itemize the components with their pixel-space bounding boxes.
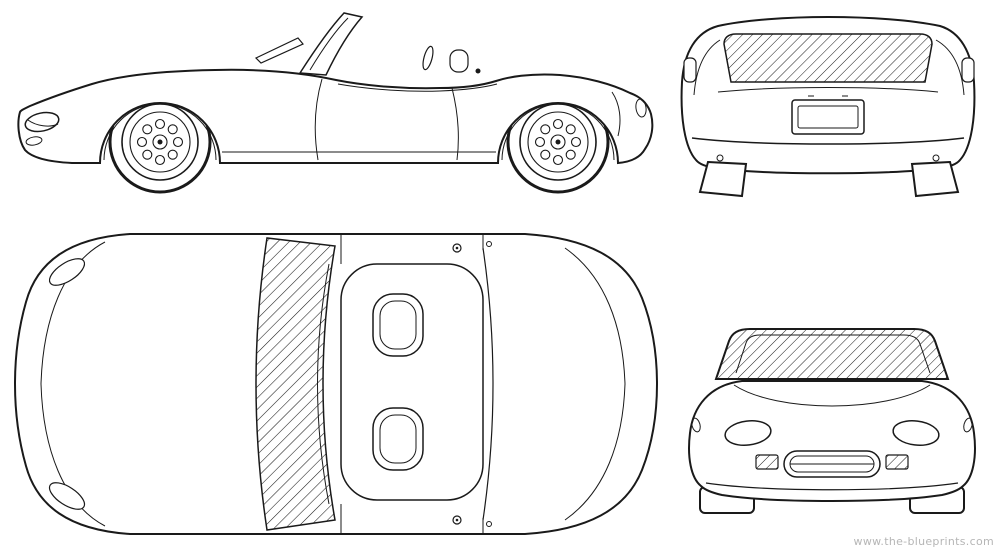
side-windshield xyxy=(254,12,364,76)
front-view-drawing xyxy=(672,315,992,530)
front-body xyxy=(688,380,976,502)
top-cockpit xyxy=(340,263,484,501)
watermark: www.the-blueprints.com xyxy=(853,535,994,548)
rear-mudflaps xyxy=(698,160,960,198)
top-fittings xyxy=(452,241,492,527)
rear-lights xyxy=(683,57,975,162)
front-view-svg xyxy=(688,328,976,514)
side-view-drawing xyxy=(0,0,665,205)
front-windshield xyxy=(714,328,950,380)
side-body xyxy=(17,68,654,165)
rear-view-drawing xyxy=(668,0,990,205)
rear-window xyxy=(723,33,933,83)
front-grille xyxy=(755,450,909,478)
top-view-svg xyxy=(13,233,659,535)
rear-view-svg xyxy=(680,16,976,198)
top-view-drawing xyxy=(5,220,665,545)
side-cockpit-details xyxy=(422,45,481,74)
side-view-svg xyxy=(17,12,654,194)
side-headlight xyxy=(24,98,647,146)
front-headlights xyxy=(691,417,973,446)
top-body xyxy=(13,233,659,535)
license-plate xyxy=(791,95,865,135)
top-headlights xyxy=(48,258,86,510)
top-windshield xyxy=(255,237,336,531)
